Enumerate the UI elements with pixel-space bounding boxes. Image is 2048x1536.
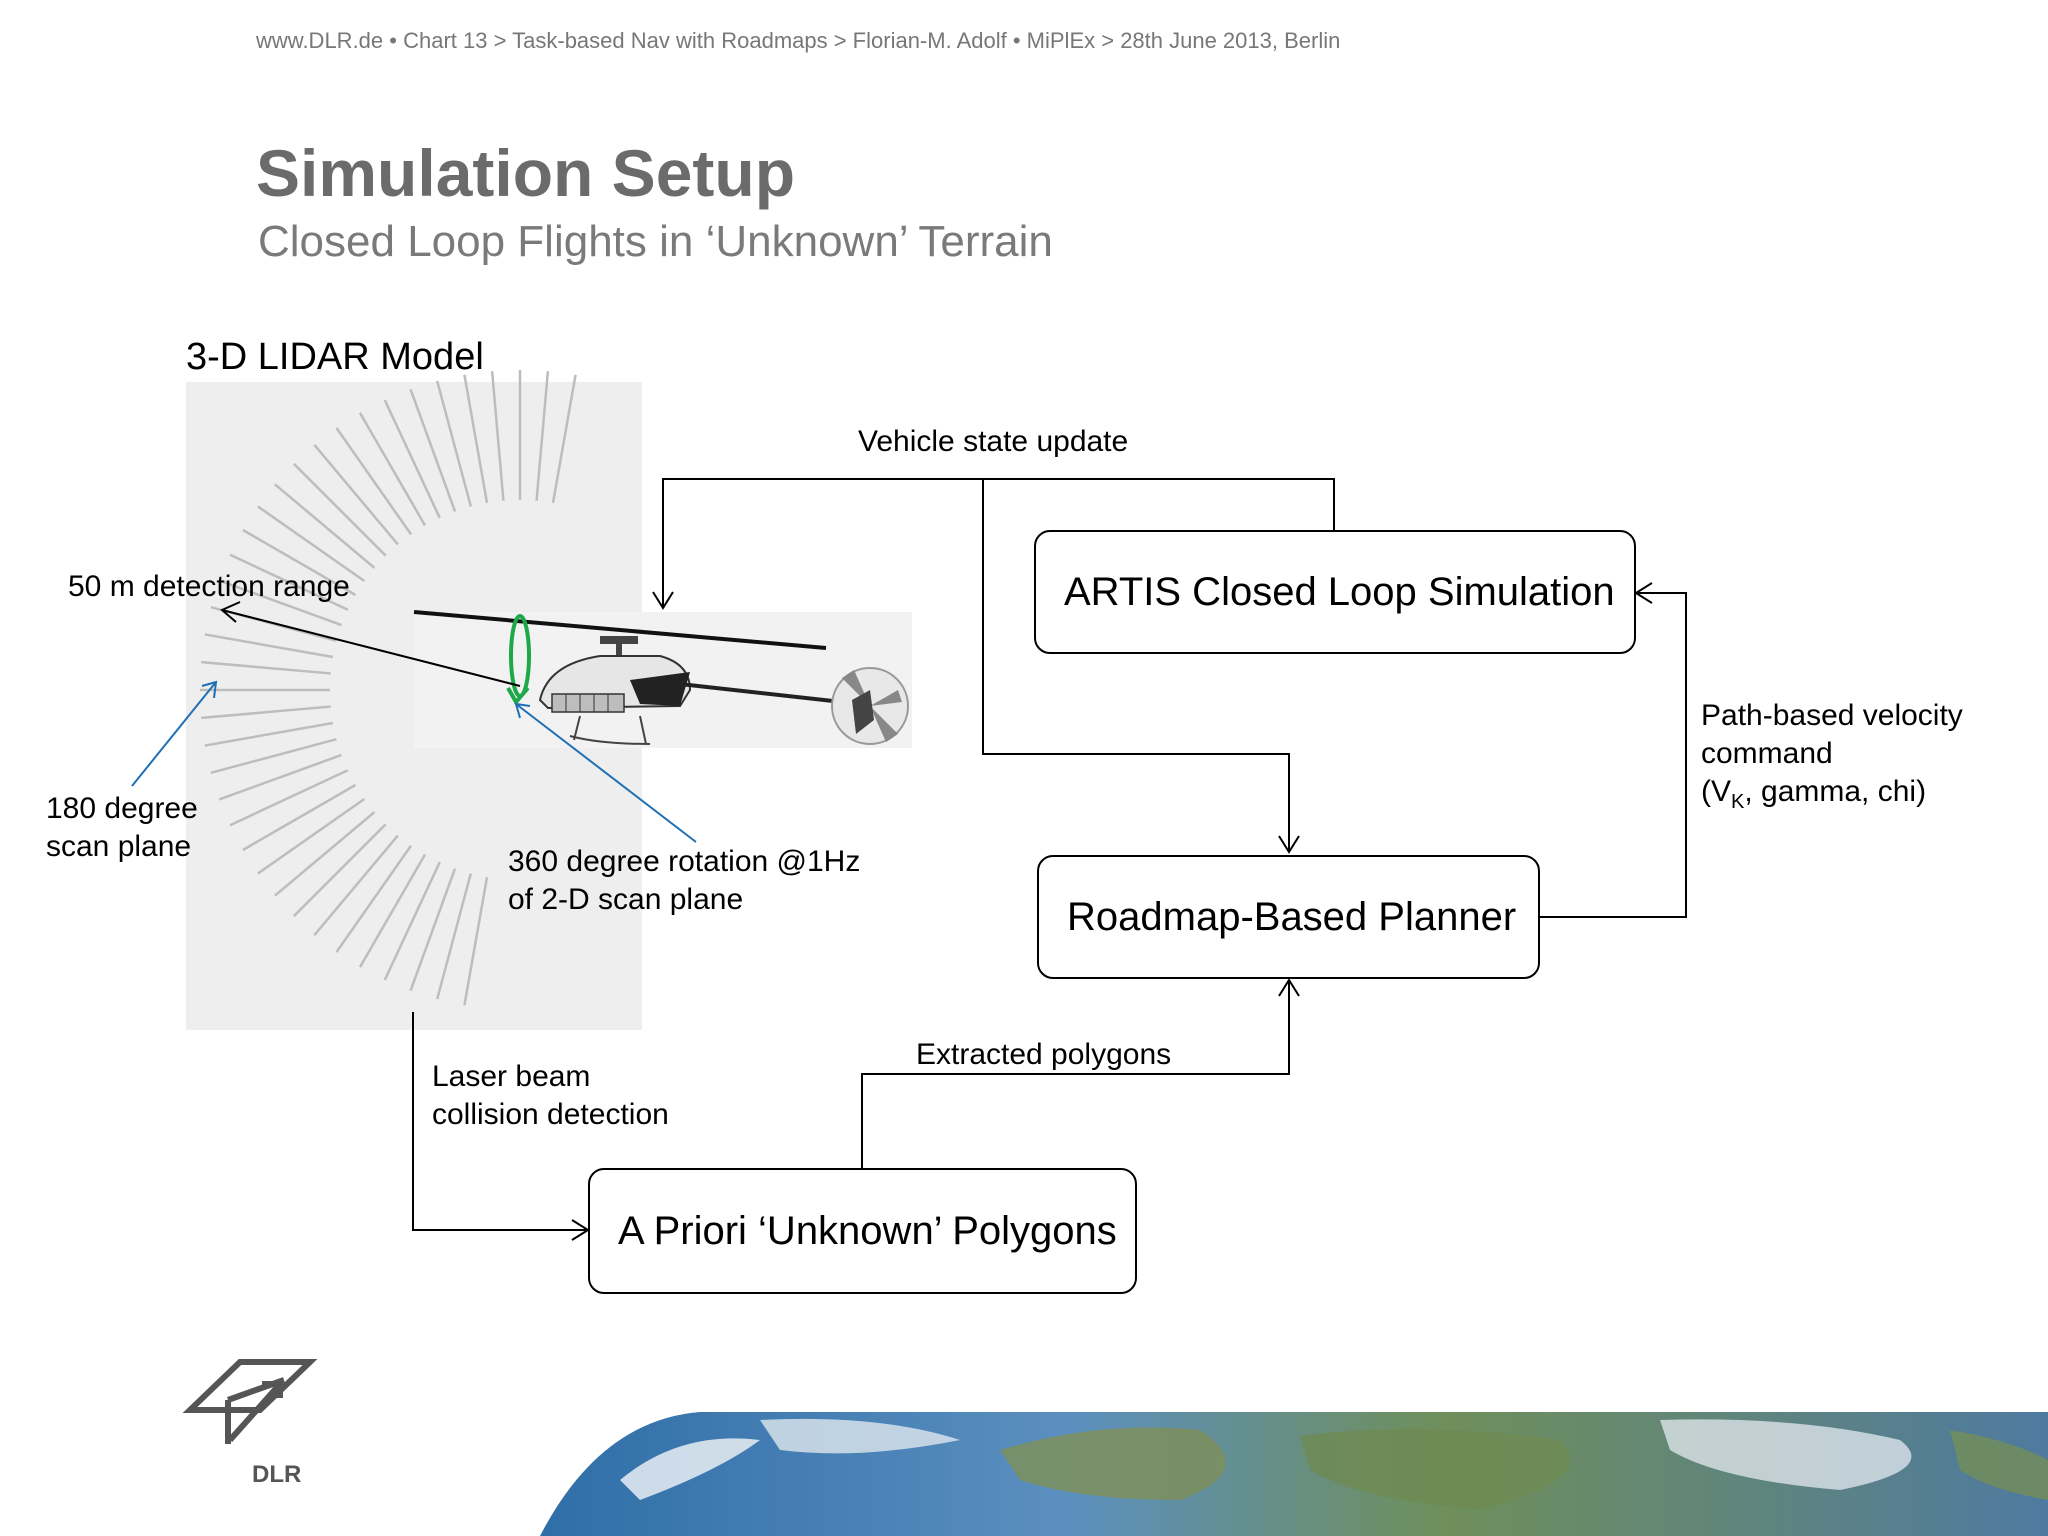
scan-ray (551, 374, 577, 504)
label-laser-line2: collision detection (432, 1098, 669, 1131)
scan-ray (435, 380, 473, 507)
label-extracted-polygons: Extracted polygons (916, 1038, 1172, 1071)
scan-ray (201, 705, 331, 720)
arrowhead-vehicle-state (652, 591, 674, 610)
scan-ray (358, 853, 427, 968)
label-rotation-line1: 360 degree rotation @1Hz (508, 845, 861, 878)
label-scan-plane-line2: scan plane (46, 830, 192, 863)
scan-ray (204, 633, 334, 659)
scan-ray (490, 371, 505, 501)
scan-ray (242, 528, 357, 597)
label-velocity-prefix: (V (1701, 775, 1731, 808)
box-apriori-polygons: A Priori ‘Unknown’ Polygons (588, 1168, 1137, 1294)
connector-velocity-command (1540, 592, 1687, 918)
scan-ray (218, 753, 342, 801)
scan-ray (229, 553, 349, 611)
scan-ray (383, 399, 441, 519)
connector-vehicle-state (662, 478, 1335, 608)
label-velocity-line2: command (1701, 737, 1833, 770)
box-polygons-label: A Priori ‘Unknown’ Polygons (618, 1208, 1117, 1253)
label-velocity-suffix: , gamma, chi) (1744, 775, 1927, 808)
lidar-title: 3-D LIDAR Model (186, 336, 484, 378)
scan-ray (535, 371, 550, 501)
box-artis-label: ARTIS Closed Loop Simulation (1064, 569, 1615, 614)
scan-ray (435, 873, 473, 1000)
label-vehicle-state-update: Vehicle state update (858, 425, 1129, 458)
scan-plane-pointer (131, 680, 218, 787)
scan-ray (463, 374, 489, 504)
dlr-logo-icon (182, 1359, 318, 1444)
box-artis-simulation: ARTIS Closed Loop Simulation (1034, 530, 1636, 654)
label-detection-range: 50 m detection range (68, 570, 350, 603)
label-laser-line1: Laser beam (432, 1060, 591, 1093)
scan-ray (218, 579, 342, 627)
connector-laser-beam (412, 1012, 588, 1231)
scan-ray (335, 844, 413, 953)
scan-ray (383, 861, 441, 981)
helicopter-image (413, 610, 912, 748)
scan-ray (229, 769, 349, 827)
scan-ray (335, 427, 413, 536)
arrowhead-state-to-planner (1278, 835, 1300, 854)
dlr-logo-text: DLR (252, 1461, 301, 1488)
scan-ray (313, 444, 399, 546)
scan-rays (200, 370, 577, 1006)
scan-ray (257, 505, 366, 583)
arrowhead-extracted-polygons (1278, 978, 1300, 997)
scan-ray (313, 834, 399, 936)
label-velocity-line3: (VK, gamma, chi) (1701, 773, 1926, 821)
arrowhead-velocity-command (1634, 582, 1653, 604)
detection-range-arrow (220, 601, 521, 687)
box-roadmap-planner: Roadmap-Based Planner (1037, 855, 1540, 979)
label-scan-plane-line1: 180 degree (46, 792, 198, 825)
scan-ray (409, 868, 457, 992)
connector-state-to-planner (982, 479, 1290, 852)
label-velocity-line1: Path-based velocity (1701, 699, 1963, 732)
scan-ray (292, 462, 387, 557)
scan-ray (257, 797, 366, 875)
scan-ray (204, 721, 334, 747)
label-rotation-line2: of 2-D scan plane (508, 883, 744, 916)
rotation-arrow (506, 614, 531, 706)
connector-extracted-polygons (861, 980, 1290, 1168)
scan-ray (210, 737, 337, 775)
scan-ray (409, 388, 457, 512)
scan-ray (292, 823, 387, 918)
page-title: Simulation Setup (256, 136, 796, 210)
earth-banner-image (540, 1412, 2048, 1536)
page-subtitle: Closed Loop Flights in ‘Unknown’ Terrain (258, 217, 1053, 266)
scan-ray (242, 783, 357, 852)
scan-ray (274, 483, 376, 569)
label-velocity-subscript: K (1731, 791, 1745, 813)
scan-ray (274, 811, 376, 897)
box-planner-label: Roadmap-Based Planner (1067, 894, 1517, 939)
rotation-pointer (514, 702, 697, 843)
scan-ray (358, 412, 427, 527)
header-breadcrumb: www.DLR.de • Chart 13 > Task-based Nav w… (256, 28, 1341, 53)
scan-ray (201, 660, 331, 675)
scan-ray (463, 876, 489, 1006)
